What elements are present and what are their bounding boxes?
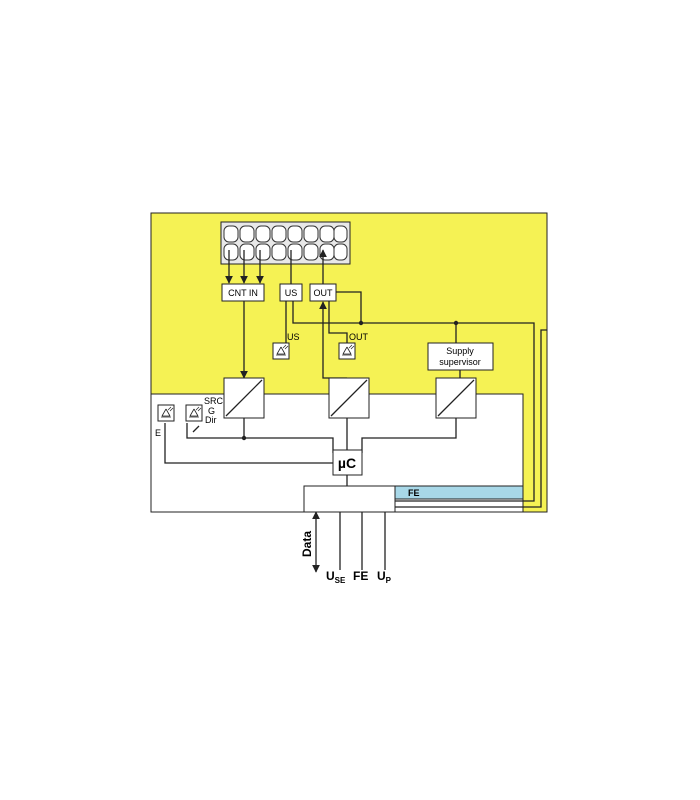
data-label: Data (300, 531, 314, 557)
out-box (309, 283, 337, 302)
led-icon (338, 342, 356, 360)
led-icon (272, 342, 290, 360)
connector-icon (220, 221, 351, 265)
g-label: G (208, 406, 215, 416)
fe-bar-label: FE (408, 488, 420, 498)
led-icon (185, 404, 203, 422)
microcontroller-box (332, 449, 363, 476)
use-label: USE (326, 569, 346, 585)
microcontroller-label: µC (338, 455, 356, 471)
wires (164, 249, 547, 573)
src-label: SRC (204, 396, 224, 406)
cnt-in-label: CNT IN (228, 288, 258, 298)
us-box (279, 283, 303, 302)
us-led-label: US (287, 332, 300, 342)
supply-label-1: Supply (446, 346, 474, 356)
led-icon (157, 404, 175, 422)
us-box-label: US (285, 288, 298, 298)
e-label: E (155, 428, 161, 438)
out-led-label: OUT (349, 332, 369, 342)
supply-label-2: supervisor (439, 357, 481, 367)
converter-icon (435, 377, 477, 419)
fe-bar (394, 485, 524, 500)
interface-box (303, 485, 396, 513)
converter-icon (223, 377, 265, 419)
dir-label: Dir (205, 415, 217, 425)
fe-label: FE (353, 569, 368, 583)
out-box-label: OUT (314, 288, 334, 298)
up-label: UP (377, 569, 392, 585)
cnt-in-box (221, 283, 265, 302)
converter-icon (328, 377, 370, 419)
